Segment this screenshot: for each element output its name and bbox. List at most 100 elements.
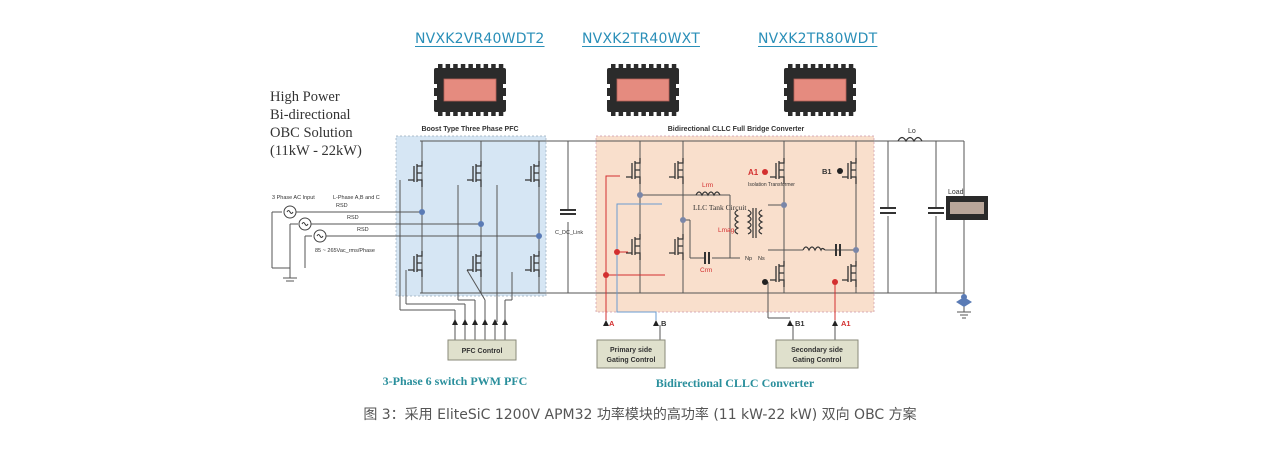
- ac-source-icon: [301, 222, 309, 226]
- chip-pin: [476, 111, 481, 116]
- chip-pin: [656, 64, 662, 69]
- primary-control-line2: Gating Control: [607, 357, 656, 364]
- pfc-footer-label: 3-Phase 6 switch PWM PFC: [383, 374, 528, 388]
- chip-notch: [433, 84, 437, 88]
- schematic-svg: Boost Type Three Phase PFC Bidirectional…: [271, 64, 988, 390]
- input-label: 3 Phase AC Input: [272, 195, 315, 201]
- chip-pin: [795, 64, 801, 69]
- chip-pin: [438, 64, 443, 69]
- chip-pin: [664, 111, 669, 116]
- cllc-section-label: Bidirectional CLLC Full Bridge Converter: [668, 126, 805, 133]
- chip-die: [793, 78, 847, 102]
- battery-pack-icon: [950, 202, 984, 214]
- pfc-control-box: PFC Control: [447, 339, 517, 361]
- chip-notch: [853, 84, 857, 88]
- mosfet-switch-icon: [770, 261, 785, 287]
- chip-pin: [649, 111, 654, 116]
- mosfet-switch-icon: [669, 158, 684, 184]
- primary-control-line1: Primary side: [610, 347, 652, 354]
- chip-die: [443, 78, 497, 102]
- obc-circuit-diagram: NVXK2VR40WDT2 NVXK2TR40WXT NVXK2TR80WDT …: [270, 31, 988, 390]
- chip-pin: [818, 64, 823, 69]
- rsd-label-2: RSD: [347, 215, 359, 221]
- chip-notch: [606, 96, 610, 100]
- mosfet-switch-icon: [467, 251, 482, 277]
- chip-die: [616, 78, 670, 102]
- chip-pin: [445, 64, 451, 69]
- cllc-footer-label: Bidirectional CLLC Converter: [656, 376, 815, 390]
- pfc-section-bg: [395, 135, 547, 297]
- gate-b-label: B: [661, 319, 667, 328]
- chip-pin: [649, 64, 654, 69]
- mosfet-switch-icon: [467, 161, 482, 187]
- part-link-nvxk2tr80wdt[interactable]: NVXK2TR80WDT: [758, 31, 878, 47]
- load-label: Load: [948, 189, 964, 196]
- title-line-4: (11kW - 22kW): [270, 143, 362, 159]
- mosfet-switch-icon: [525, 251, 540, 277]
- part-link-nvxk2tr40wxt[interactable]: NVXK2TR40WXT: [582, 31, 700, 47]
- gate-a-label: A: [609, 319, 615, 328]
- chip-pin: [664, 64, 669, 69]
- chip-pin: [810, 111, 816, 116]
- chip-secondary-module: [783, 64, 857, 116]
- chip-pin: [491, 64, 496, 69]
- lmag-label: Lmag: [718, 227, 735, 234]
- gate-a1-label: A1: [841, 319, 851, 328]
- chip-notch: [433, 96, 437, 100]
- chip-pin: [848, 64, 854, 69]
- transformer-label: Isolation Transformer: [748, 182, 795, 188]
- chip-pin: [788, 111, 793, 116]
- gate-b1-label: B1: [795, 319, 805, 328]
- rsd-label-1: RSD: [336, 203, 348, 209]
- chip-pin: [611, 64, 616, 69]
- chip-pin: [618, 64, 624, 69]
- secondary-control-line2: Gating Control: [793, 357, 842, 364]
- chip-notch: [503, 96, 507, 100]
- chip-pfc-module: [433, 64, 507, 116]
- chip-pin: [810, 64, 816, 69]
- secondary-control-line1: Secondary side: [791, 347, 843, 354]
- chip-pin: [656, 111, 662, 116]
- secondary-control-box: Secondary side Gating Control: [775, 339, 859, 369]
- chip-pin: [671, 111, 677, 116]
- chip-pin: [841, 64, 846, 69]
- chip-pin: [803, 111, 808, 116]
- chip-pin: [483, 64, 489, 69]
- ac-source-icon: [316, 234, 324, 238]
- pfc-section-label: Boost Type Three Phase PFC: [421, 126, 518, 133]
- chip-pin: [803, 64, 808, 69]
- crm-label: Crm: [700, 267, 712, 274]
- lrm-label: Lrm: [702, 182, 713, 189]
- chip-pin: [641, 64, 646, 69]
- ac-source-icon: [286, 210, 294, 214]
- chip-pin: [468, 111, 473, 116]
- title-line-1: High Power: [270, 89, 340, 105]
- chip-notch: [503, 84, 507, 88]
- dc-link-cap-label: C_DC_Link: [555, 230, 583, 236]
- chip-notch: [783, 84, 787, 88]
- primary-control-box: Primary side Gating Control: [596, 339, 666, 369]
- chip-notch: [853, 96, 857, 100]
- chip-pin: [491, 111, 496, 116]
- gate-b1-top: B1: [822, 167, 832, 176]
- chip-pin: [618, 111, 624, 116]
- part-link-nvxk2vr40wdt2[interactable]: NVXK2VR40WDT2: [415, 31, 545, 47]
- chip-pin: [460, 111, 466, 116]
- chip-pin: [833, 64, 839, 69]
- mosfet-switch-icon: [842, 261, 857, 287]
- rsd-label-3: RSD: [357, 227, 369, 233]
- chip-pin: [445, 111, 451, 116]
- chip-pin: [848, 111, 854, 116]
- mosfet-switch-icon: [770, 158, 785, 184]
- chip-notch: [676, 84, 680, 88]
- chip-pin: [826, 111, 831, 116]
- chip-pin: [795, 111, 801, 116]
- chip-pin: [626, 111, 631, 116]
- mosfet-switch-icon: [408, 161, 423, 187]
- chip-pin: [460, 64, 466, 69]
- chip-pin: [498, 111, 504, 116]
- chip-notch: [783, 96, 787, 100]
- chip-pin: [833, 111, 839, 116]
- chip-pin: [438, 111, 443, 116]
- voltage-label: 85 ~ 265Vac_rms/Phase: [315, 248, 375, 254]
